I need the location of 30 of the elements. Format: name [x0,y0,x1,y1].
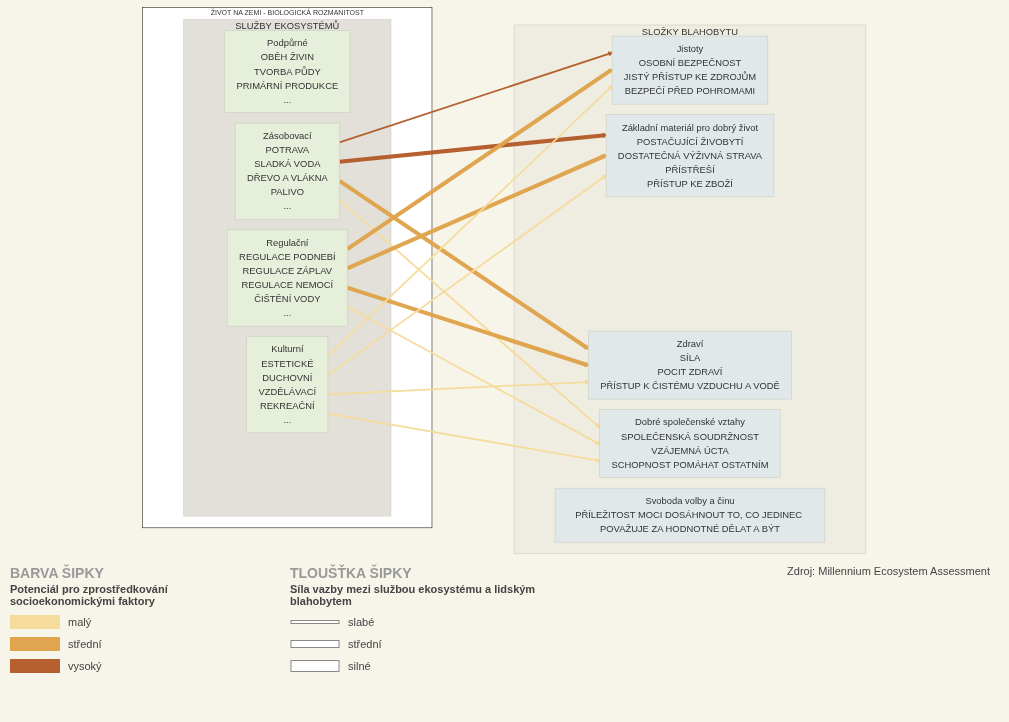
legend-subtitle: Síla vazby mezi službou ekosystému a lidským blahobytem [290,583,537,607]
node-box: Dobré společenské vztahy SPOLEČENSKÁ SOUDRŽNOST VZÁJEMNÁ ÚCTA SCHOPNOST POMÁHAT OSTATNÍM [599,408,781,478]
source-note: Zdroj: Millennium Ecosystem Assessment [787,565,990,577]
arrow [327,379,590,395]
node-box: Regulační REGULACE PODNEBÍ REGULACE ZÁPLAV REGULACE NEMOCÍ ČIŠTĚNÍ VODY ... [227,229,348,326]
legend-label: vysoký [68,660,102,672]
legend-heading: TLOUŠŤKA ŠIPKY [290,565,412,581]
arrow [346,285,590,367]
node-box: Zdraví SÍLA POCIT ZDRAVÍ PŘÍSTUP K ČISTÉMU VZDUCHU A VODĚ [588,330,793,399]
legend-label: malý [68,616,92,628]
legend-heading: BARVA ŠIPKY [10,565,104,581]
arrow [346,153,608,270]
arrow [327,84,614,357]
arrow [338,178,590,350]
legend-label: střední [348,638,382,650]
legend-label: střední [68,638,102,650]
node-box: Základní materiál pro dobrý život POSTAČUJÍCÍ ŽIVOBYTÍ DOSTATEČNÁ VÝŽIVNÁ STRAVA PŘÍSTŘEŠÍ PŘÍSTUP KE ZBOŽÍ [606,113,775,197]
node-box: Kulturní ESTETICKÉ DUCHOVNÍ VZDĚLÁVACÍ REKREAČNÍ ... [246,335,329,433]
node-box: Svoboda volby a činu PŘÍLEŽITOST MOCI DOSÁHNOUT TO, CO JEDINEC POVAŽUJE ZA HODNOTNÉ DĚLAT A BÝT [555,487,826,542]
legend-subtitle: Potenciál pro zprostředkování socioekonomickými faktory [10,583,169,607]
node-box: Zásobovací POTRAVA SLADKÁ VODA DŘEVO A VLÁKNA PALIVO ... [235,122,340,220]
node-box: Jistoty OSOBNÍ BEZPEČNOST JISTÝ PŘÍSTUP KE ZDROJŮM BEZPEČÍ PŘED POHROMAMI [612,35,769,104]
arrow [346,67,614,251]
arrow [338,50,614,143]
arrow [338,198,601,428]
node-box: Podpůrné OBĚH ŽIVIN TVORBA PŮDY PRIMÁRNÍ PRODUKCE ... [224,29,351,113]
legend-label: silné [348,660,371,672]
legend-label: slabé [348,616,375,628]
arrow [327,174,608,376]
arrow [339,132,608,164]
